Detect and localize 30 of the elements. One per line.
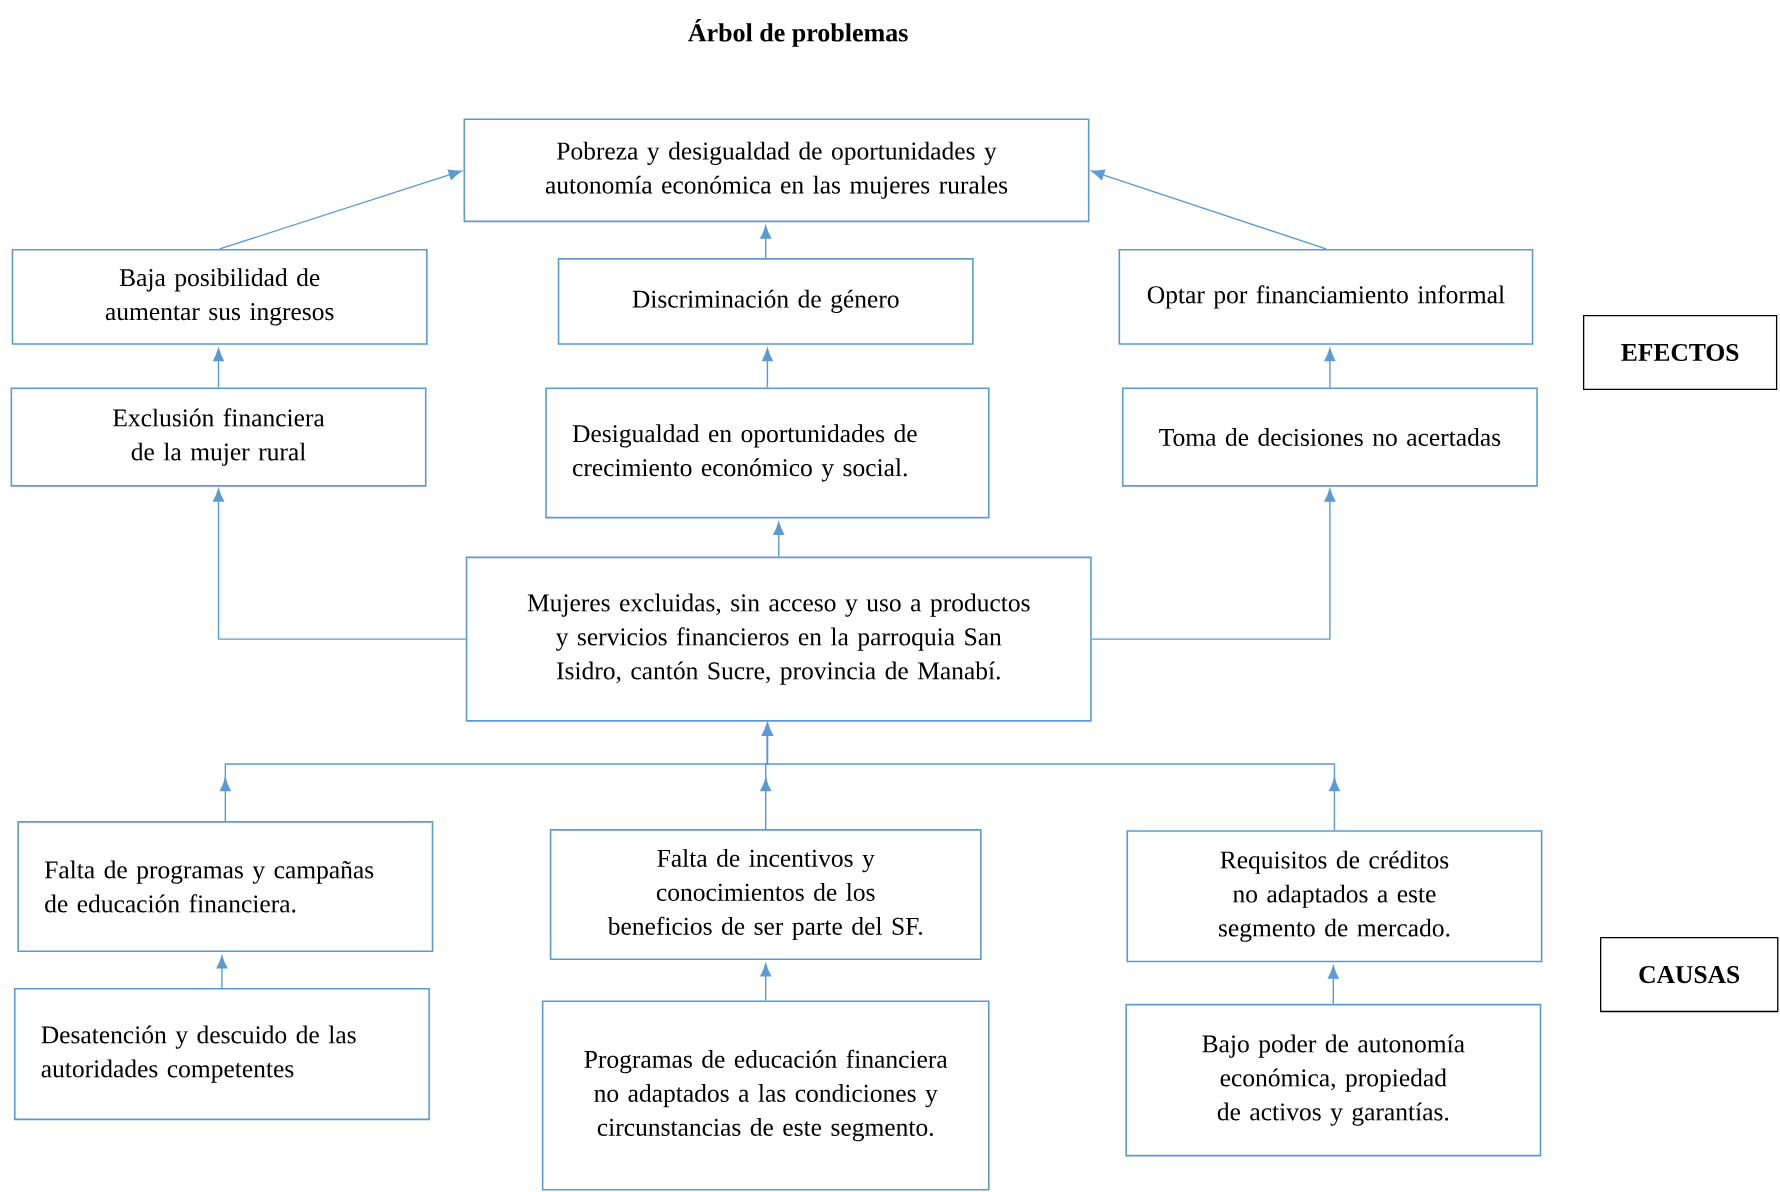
arrow bbox=[1327, 965, 1339, 1005]
problem-box: Baja posibilidad de aumentar sus ingresos bbox=[11, 248, 428, 345]
problem-box: Discriminación de género bbox=[557, 258, 974, 345]
problem-box: Toma de decisiones no acertadas bbox=[1121, 387, 1538, 487]
problem-box: Requisitos de créditos no adaptados a este segmento de mercado. bbox=[1126, 830, 1543, 963]
arrow bbox=[1091, 488, 1336, 640]
problem-box: Pobreza y desigualdad de oportunidades y autonomía económica en las mujeres rurales bbox=[463, 118, 1090, 223]
problem-box: Optar por financiamiento informal bbox=[1118, 248, 1534, 345]
problem-box: Mujeres excluidas, sin acceso y uso a productos y servicios financieros en la parroquia San Isidro, cantón Sucre, provincia de Manabí. bbox=[465, 556, 1092, 722]
arrow bbox=[1324, 348, 1336, 389]
arrow bbox=[218, 169, 462, 250]
problem-box: Exclusión financiera de la mujer rural bbox=[10, 387, 427, 487]
problem-box: Falta de incentivos y conocimientos de los beneficios de ser parte del SF. bbox=[549, 829, 982, 961]
arrow bbox=[1091, 169, 1327, 250]
arrow bbox=[773, 521, 785, 558]
section-label-box: CAUSAS bbox=[1600, 937, 1779, 1013]
problem-box: Programas de educación financiera no adaptados a las condiciones y circunstancias de este segmento. bbox=[541, 1000, 990, 1191]
section-label-box: EFECTOS bbox=[1583, 314, 1778, 391]
arrow bbox=[216, 955, 228, 989]
arrow bbox=[761, 348, 773, 389]
arrow bbox=[760, 225, 772, 259]
arrow bbox=[761, 722, 1340, 831]
title: Árbol de problemas bbox=[688, 19, 908, 47]
arrow bbox=[213, 488, 467, 640]
arrow bbox=[213, 348, 224, 389]
problem-box: Falta de programas y campañas de educación financiera. bbox=[17, 821, 434, 953]
problem-box: Desigualdad en oportunidades de crecimiento económico y social. bbox=[545, 387, 990, 519]
problem-box: Desatención y descuido de las autoridades competentes bbox=[13, 988, 430, 1121]
arrow bbox=[760, 963, 772, 1002]
problem-box: Bajo poder de autonomía económica, propiedad de activos y garantías. bbox=[1125, 1003, 1542, 1157]
